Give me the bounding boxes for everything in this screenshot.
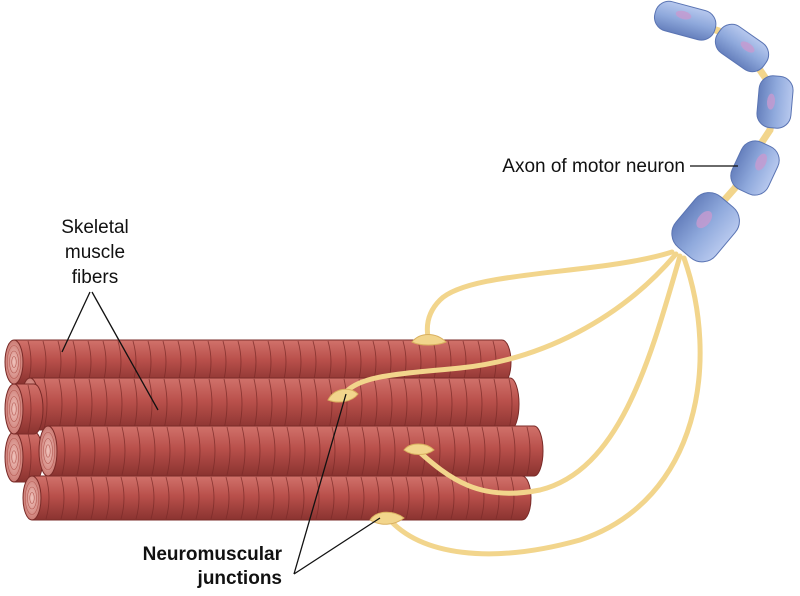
leader-fiber-1 [61, 291, 91, 353]
axon-branch-4 [385, 255, 703, 557]
motor-neuron-axon [653, 0, 794, 263]
myelin-sheath-1 [653, 0, 717, 41]
myelin-sheath-2 [714, 23, 770, 73]
label-skeletal-line1: Skeletal [61, 217, 129, 238]
axon-branch-3 [412, 253, 683, 496]
junction-3 [403, 443, 435, 455]
axon-branch-2 [343, 251, 679, 395]
muscle-fiber [4, 383, 44, 435]
skeletal-muscle-fibers [4, 339, 544, 521]
label-nmj-line2: junctions [197, 568, 282, 589]
leader-junction-1 [293, 393, 347, 575]
myelin-sheath-3 [756, 75, 794, 129]
label-skeletal-line3: fibers [72, 267, 118, 288]
label-axon: Axon of motor neuron [502, 156, 685, 177]
muscle-fiber [38, 425, 544, 477]
muscle-fiber [4, 339, 512, 385]
muscle-fiber [20, 377, 520, 431]
muscle-fiber [4, 431, 44, 483]
neuromuscular-junctions [327, 334, 447, 525]
label-nmj-line1: Neuromuscular [143, 544, 283, 565]
label-skeletal-line2: muscle [65, 242, 125, 263]
leader-junction-2 [293, 517, 381, 575]
muscle-fiber [22, 475, 532, 521]
myelin-sheath-4 [730, 140, 780, 196]
axon-terminal-branches [343, 249, 703, 557]
junction-2 [327, 388, 359, 403]
leader-fiber-2 [91, 291, 159, 411]
junction-1 [411, 334, 447, 346]
myelin-sheath-5 [671, 192, 740, 263]
junction-4 [369, 511, 405, 525]
axon-branch-1 [424, 249, 675, 340]
leader-lines [61, 165, 738, 575]
